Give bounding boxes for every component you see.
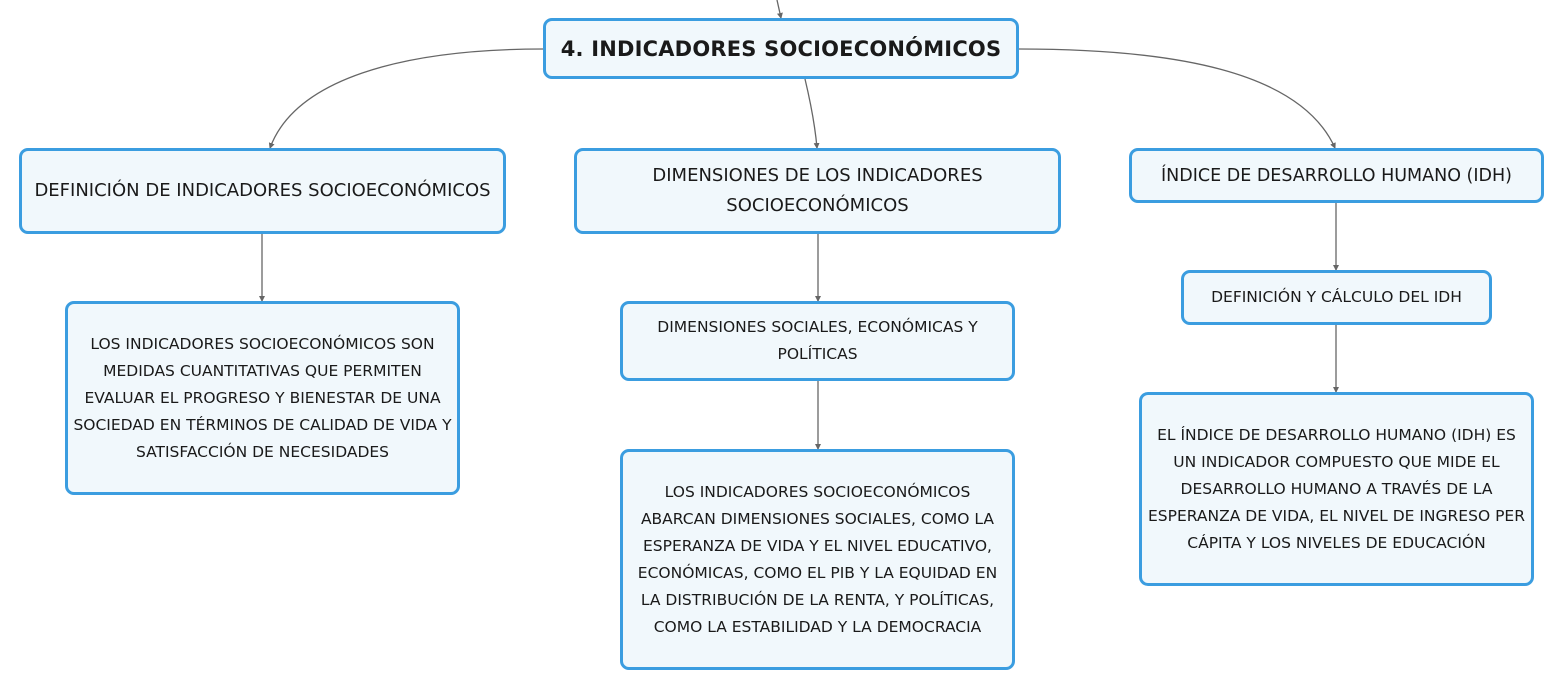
detail-idh-node[interactable]: EL ÍNDICE DE DESARROLLO HUMANO (IDH) ES … [1139, 392, 1534, 586]
branch-definition-node[interactable]: DEFINICIÓN DE INDICADORES SOCIOECONÓMICO… [19, 148, 506, 234]
connector-root-to-dimensions [804, 78, 820, 149]
root-topic-label: 4. INDICADORES SOCIOECONÓMICOS [560, 36, 1002, 61]
subtopic-idh-label: DEFINICIÓN Y CÁLCULO DEL IDH [1211, 288, 1462, 306]
detail-dimensions-text: LOS INDICADORES SOCIOECONÓMICOS ABARCAN … [637, 482, 998, 636]
subtopic-idh-node[interactable]: DEFINICIÓN Y CÁLCULO DEL IDH [1181, 270, 1492, 325]
root-topic-node[interactable]: 4. INDICADORES SOCIOECONÓMICOS [543, 18, 1019, 79]
connector-root-to-idh [1018, 48, 1336, 149]
branch-dimensions-label: DIMENSIONES DE LOS INDICADORES SOCIOECON… [652, 165, 983, 216]
detail-definition-node[interactable]: LOS INDICADORES SOCIOECONÓMICOS SON MEDI… [65, 301, 460, 495]
branch-dimensions-node[interactable]: DIMENSIONES DE LOS INDICADORES SOCIOECON… [574, 148, 1061, 234]
connector-parent-to-root [776, 0, 783, 19]
branch-idh-node[interactable]: ÍNDICE DE DESARROLLO HUMANO (IDH) [1129, 148, 1544, 203]
subtopic-dimensions-node[interactable]: DIMENSIONES SOCIALES, ECONÓMICAS Y POLÍT… [620, 301, 1015, 381]
branch-definition-label: DEFINICIÓN DE INDICADORES SOCIOECONÓMICO… [34, 180, 491, 201]
detail-dimensions-node[interactable]: LOS INDICADORES SOCIOECONÓMICOS ABARCAN … [620, 449, 1015, 670]
detail-definition-text: LOS INDICADORES SOCIOECONÓMICOS SON MEDI… [73, 334, 452, 461]
connector-root-to-definition [268, 48, 544, 149]
subtopic-dimensions-label: DIMENSIONES SOCIALES, ECONÓMICAS Y POLÍT… [657, 318, 978, 363]
detail-idh-text: EL ÍNDICE DE DESARROLLO HUMANO (IDH) ES … [1148, 425, 1525, 552]
branch-idh-label: ÍNDICE DE DESARROLLO HUMANO (IDH) [1161, 165, 1512, 186]
